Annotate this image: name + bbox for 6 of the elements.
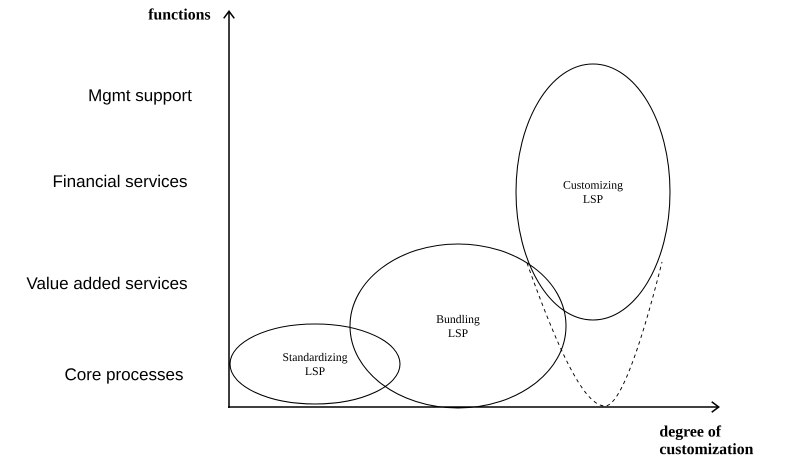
axis-label: functions bbox=[148, 8, 210, 20]
category-label: Financial services bbox=[54, 174, 187, 188]
category-label: Core processes bbox=[65, 368, 183, 384]
category-label: Value added services bbox=[26, 276, 187, 290]
category-label: Mgmt support bbox=[89, 89, 192, 105]
axis-label: degree of customization bbox=[660, 425, 754, 454]
